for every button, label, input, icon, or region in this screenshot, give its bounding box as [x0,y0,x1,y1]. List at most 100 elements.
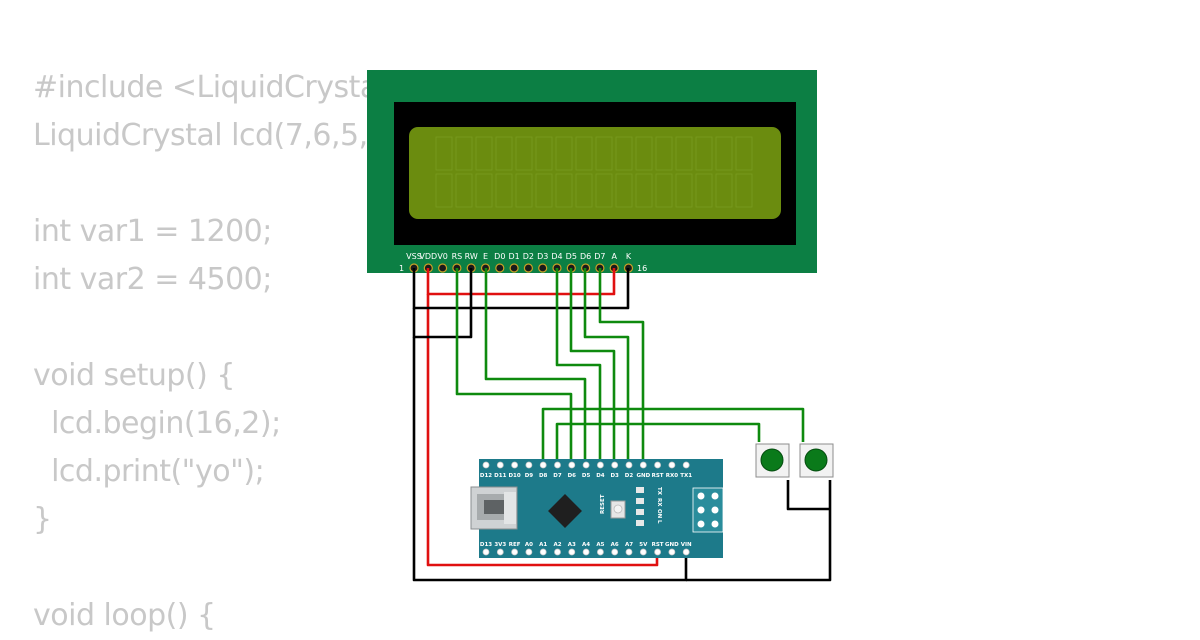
icsp-pin [711,506,719,514]
lcd-char-cell [595,173,613,208]
nano-pin[interactable] [539,548,547,556]
lcd-char-cell [715,136,733,171]
nano-pin-label: VIN [681,542,692,548]
wire-e-d6[interactable] [484,268,587,464]
code-line: void loop() { [33,598,216,633]
nano-pin-label: TX1 [680,473,692,479]
lcd-pin[interactable] [495,263,505,273]
nano-pin[interactable] [639,461,647,469]
nano-pin-label: A0 [525,542,533,548]
code-line: lcd.begin(16,2); [33,406,281,441]
nano-pin-label: A4 [582,542,590,548]
lcd-char-cell [435,173,453,208]
push-button-left[interactable] [755,443,790,478]
lcd-char-cell [655,136,673,171]
nano-pin[interactable] [496,548,504,556]
wire-vss-gnd[interactable] [412,337,688,582]
nano-pin-label: REF [509,542,521,548]
wire-d5-d4[interactable] [569,268,616,464]
wire-rs-d7[interactable] [455,268,573,464]
lcd-char-cell [735,173,753,208]
lcd-pin[interactable] [538,263,548,273]
lcd-char-cell [495,173,513,208]
lcd-pin-label: VSS [406,252,422,261]
lcd-char-cell [575,136,593,171]
nano-pin[interactable] [482,548,490,556]
nano-pin[interactable] [511,548,518,556]
wire-d9-button-right[interactable] [541,407,805,464]
nano-pin[interactable] [597,461,604,469]
wire-gnd-button-right[interactable] [686,480,832,582]
nano-pin-label: RST [652,542,664,548]
wire-vss-k[interactable] [412,268,630,310]
icsp-pin [711,520,719,528]
lcd-pin-label: D0 [494,252,505,261]
nano-pin[interactable] [525,548,533,556]
wire-button-left-gnd[interactable] [786,480,830,511]
nano-pin-label: D12 [480,473,492,479]
nano-pin[interactable] [568,548,576,556]
wire-d6-d3[interactable] [583,268,630,464]
lcd-pin-label: RW [465,252,478,261]
lcd-pin-label: K [626,252,632,261]
nano-pin[interactable] [496,461,504,469]
lcd-pin-label: D3 [537,252,548,261]
wire-d4-d5[interactable] [555,268,602,464]
wire-d8-button-left[interactable] [555,422,761,464]
nano-pin[interactable] [554,548,561,556]
status-leds [636,487,644,526]
code-line: } [33,502,52,537]
lcd-char-cell [515,136,533,171]
nano-pin[interactable] [668,548,676,556]
nano-pin[interactable] [611,548,619,556]
icsp-header [692,487,724,533]
icsp-pin [711,492,719,500]
nano-pin[interactable] [597,548,604,556]
reset-button-cap [613,504,623,514]
lcd-pin[interactable] [523,263,534,273]
nano-pin[interactable] [582,548,590,556]
nano-pin[interactable] [625,461,633,469]
nano-pin[interactable] [611,461,619,469]
nano-pin[interactable] [525,461,533,469]
wire-vss-rw[interactable] [412,268,473,339]
lcd-char-cell [475,173,493,208]
nano-pin[interactable] [639,548,647,556]
push-button-right[interactable] [799,443,834,478]
nano-pin[interactable] [568,461,576,469]
nano-pin-label: A3 [568,542,576,548]
nano-pin[interactable] [682,461,690,469]
nano-pin[interactable] [511,461,518,469]
lcd-pin[interactable] [509,263,519,273]
usb-connector [470,486,518,530]
lcd-char-cell [475,136,493,171]
lcd-pin[interactable] [438,263,448,273]
nano-pin[interactable] [539,461,547,469]
lcd-char-cell [535,173,553,208]
nano-pin[interactable] [482,461,490,469]
lcd-char-cell [615,173,633,208]
nano-pin-label: A5 [596,542,604,548]
wires [412,268,832,582]
nano-pin[interactable] [654,461,661,469]
nano-pin[interactable] [554,461,561,469]
nano-pin[interactable] [582,461,590,469]
nano-pin[interactable] [625,548,633,556]
button-cap [804,448,828,472]
lcd-char-cell [555,173,573,208]
nano-board [479,459,723,558]
lcd-char-cell [515,173,533,208]
wire-d7-d2[interactable] [598,268,645,464]
nano-pin-label: 3V3 [494,542,506,548]
lcd-pin-label: D6 [580,252,591,261]
lcd-char-cell [675,173,693,208]
code-line: int var1 = 1200; [33,214,272,249]
nano-pin[interactable] [654,548,661,556]
nano-pin[interactable] [668,461,676,469]
wire-vdd-anode[interactable] [426,268,616,296]
nano-pin[interactable] [682,548,690,556]
